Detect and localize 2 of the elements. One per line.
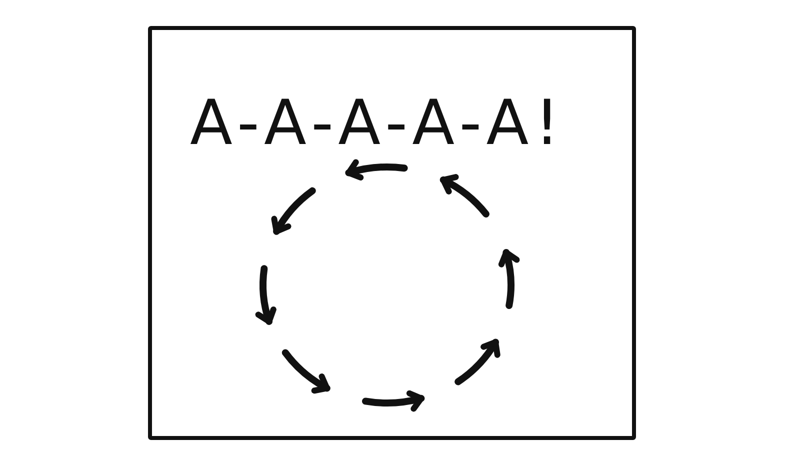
drawn-frame: [148, 26, 636, 440]
heading-text: A-A-A-A-A!: [190, 92, 566, 154]
